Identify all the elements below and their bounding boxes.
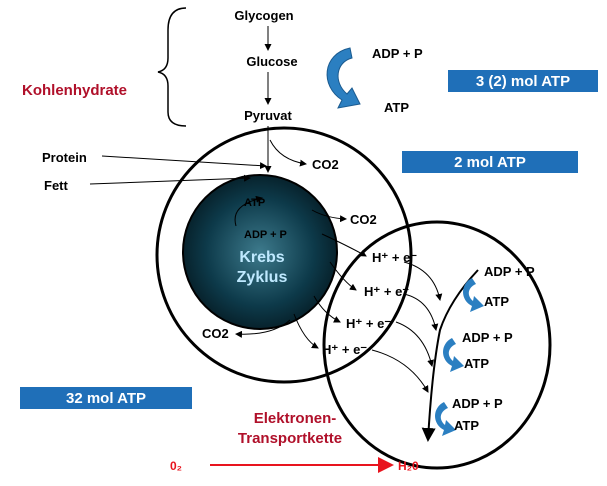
oxygen-label: 0₂ <box>170 459 182 473</box>
carbohydrate-brace <box>157 7 187 127</box>
protein-arrow <box>101 155 267 170</box>
krebs-co2-left-arrow <box>235 319 291 338</box>
glycolysis-atp-curve-arrow <box>326 47 361 109</box>
krebs-title-line2: Zyklus <box>237 269 288 286</box>
etc-atp-label-1: ATP <box>484 294 509 309</box>
etc-atp-hook-2 <box>443 338 464 372</box>
krebs-cycle-disk <box>182 174 338 330</box>
mitochondrion-circle <box>155 126 413 384</box>
etc-converge-1 <box>403 261 443 301</box>
etc-atp-hook-3 <box>435 402 456 436</box>
etc-atp-hook-1 <box>463 278 484 312</box>
co2-right-label: CO2 <box>350 212 377 227</box>
co2-left-label: CO2 <box>202 326 229 341</box>
he-arrow-4 <box>293 313 319 349</box>
electron-transport-line <box>421 269 479 442</box>
co2-top-label: CO2 <box>312 157 339 172</box>
fat-arrow <box>89 174 251 185</box>
he-arrow-2 <box>329 261 357 291</box>
he-arrow-3 <box>313 295 341 323</box>
he-label-1: H⁺ + e⁻ <box>372 250 417 265</box>
krebs-atp-curve-arrow <box>234 195 263 227</box>
citrate-atp-banner: 2 mol ATP <box>402 151 578 173</box>
etc-atp-banner: 32 mol ATP <box>20 387 192 409</box>
he-label-3: H⁺ + e⁻ <box>346 316 391 331</box>
glycolysis-adp-label: ADP + P <box>372 46 423 61</box>
etc-atp-label-3: ATP <box>454 418 479 433</box>
carbohydrates-label: Kohlenhydrate <box>22 82 127 99</box>
protein-label: Protein <box>42 150 87 165</box>
krebs-title-line1: Krebs <box>239 249 284 266</box>
etc-converge-4 <box>371 349 429 393</box>
etc-label-line1: Elektronen- <box>254 410 337 427</box>
pyruvate-label: Pyruvat <box>244 108 292 123</box>
glucose-label: Glucose <box>246 54 297 69</box>
water-label: H₂0 <box>398 459 419 473</box>
glycogen-label: Glycogen <box>234 8 293 23</box>
etc-converge-3 <box>395 321 435 367</box>
etc-label-line2: Transportkette <box>238 430 342 447</box>
he-label-4: H⁺ + e⁻ <box>322 342 367 357</box>
krebs-atp-label: ATP <box>244 197 265 209</box>
etc-converge-2 <box>403 293 439 331</box>
krebs-adp-label: ADP + P <box>244 229 287 241</box>
he-label-2: H⁺ + e⁻ <box>364 284 409 299</box>
etc-adp-label-2: ADP + P <box>462 330 513 345</box>
etc-adp-label-3: ADP + P <box>452 396 503 411</box>
glycolysis-atp-label: ATP <box>384 100 409 115</box>
fat-label: Fett <box>44 178 69 193</box>
electron-transport-circle <box>322 220 552 470</box>
krebs-co2-right-arrow <box>311 209 347 223</box>
etc-adp-label-1: ADP + P <box>484 264 535 279</box>
pyruvate-co2-arrow <box>269 139 307 167</box>
etc-atp-label-2: ATP <box>464 356 489 371</box>
glycolysis-atp-banner: 3 (2) mol ATP <box>448 70 598 92</box>
he-arrow-1 <box>321 233 367 257</box>
